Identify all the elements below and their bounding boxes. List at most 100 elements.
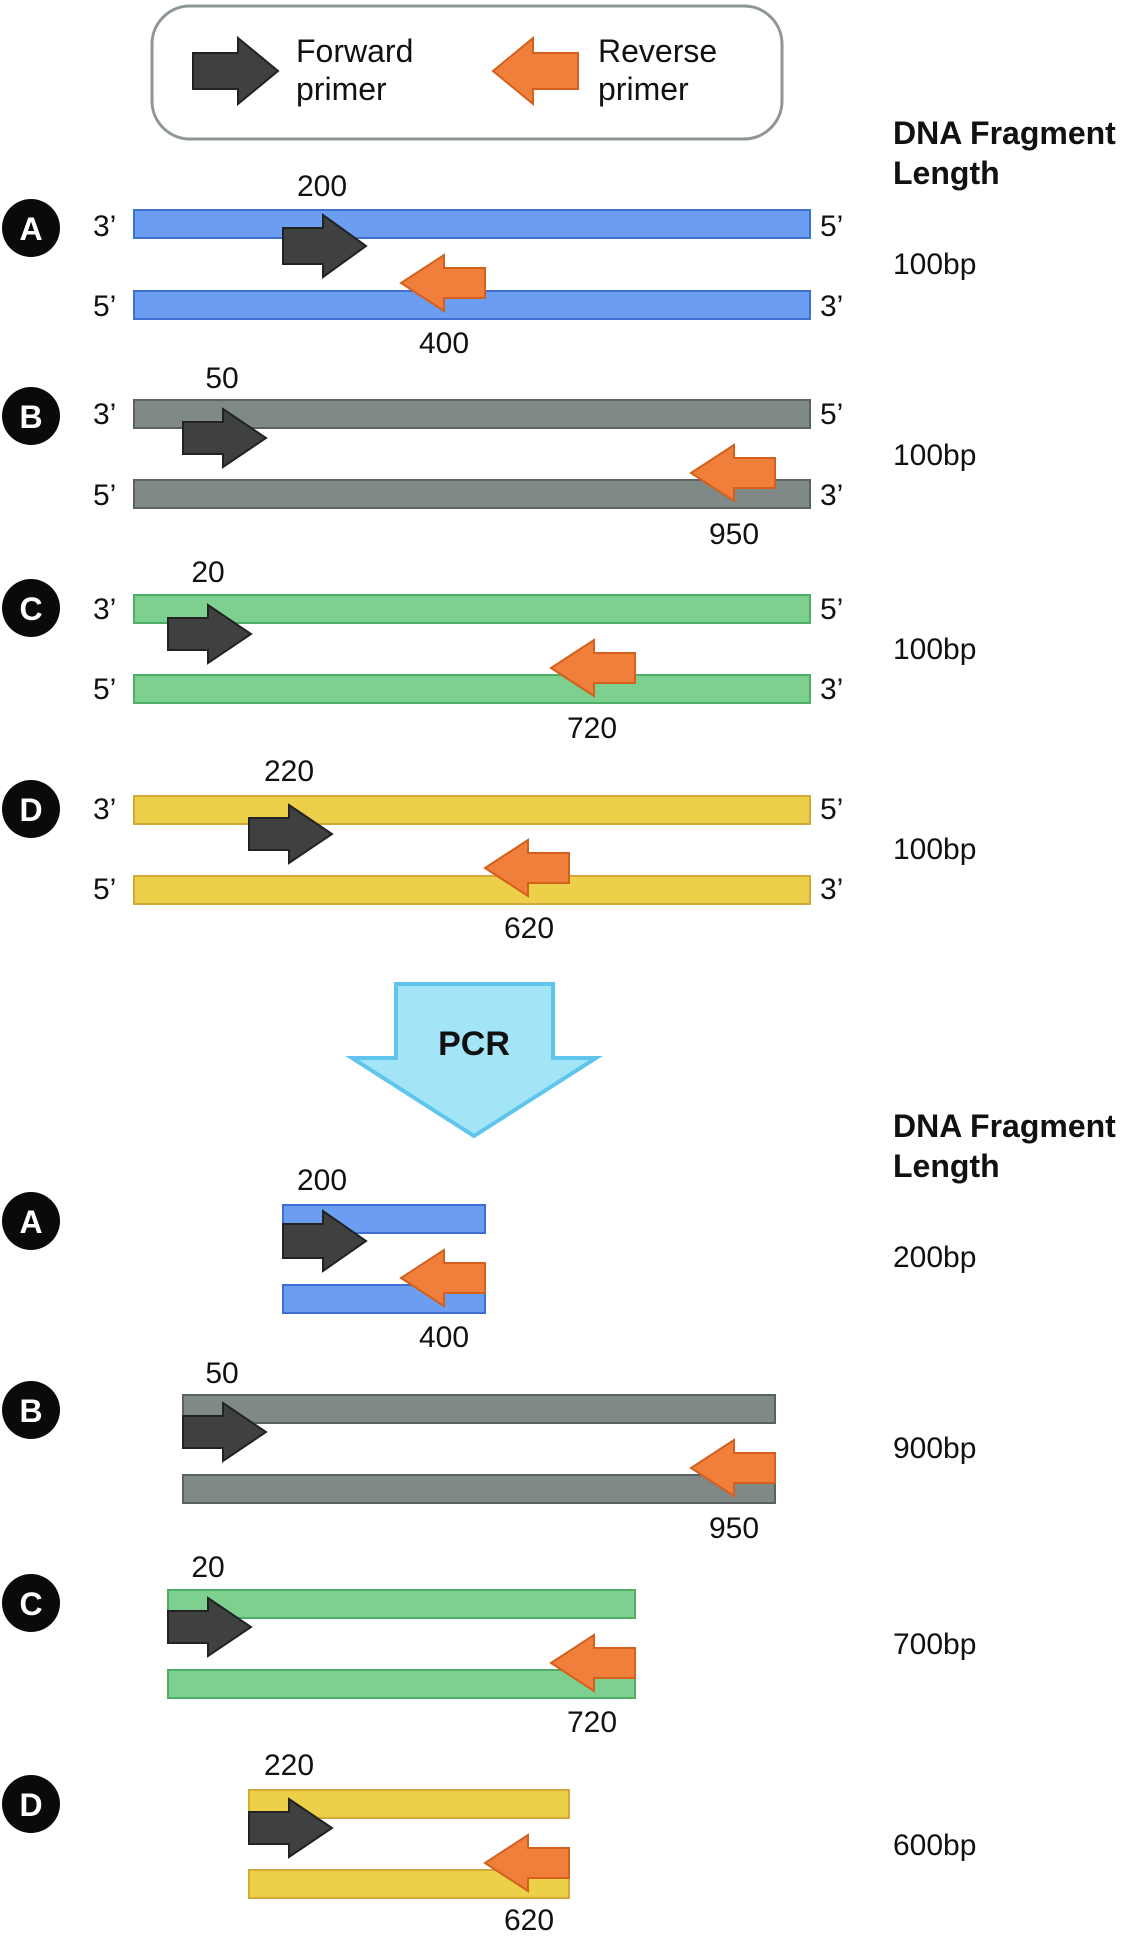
- row-badge: [2, 199, 60, 257]
- forward-primer-arrow-icon: [167, 1596, 253, 1658]
- legend-box: [150, 4, 784, 141]
- after-row-a: A 200 400 200bp: [2, 1164, 976, 1354]
- top-strand: [133, 209, 811, 239]
- fragment-length-label: 700bp: [893, 1628, 976, 1661]
- forward-position-label: 220: [264, 1749, 314, 1782]
- forward-position-label: 200: [297, 170, 347, 203]
- before-row-d: D 3’ 5’ 5’ 3’ 220 620 100bp: [2, 755, 976, 945]
- reverse-primer-arrow-icon: [549, 638, 636, 698]
- reverse-position-label: 620: [504, 1904, 554, 1936]
- forward-position-label: 50: [205, 1357, 238, 1390]
- bottom-strand: [167, 1669, 636, 1699]
- after-row-c: C 20 720 700bp: [2, 1551, 976, 1739]
- legend-reverse-label-line2: primer: [598, 71, 689, 107]
- top-strand: [133, 594, 811, 624]
- row-badge: [2, 1381, 60, 1439]
- row-badge-letter: A: [19, 211, 42, 247]
- top-strand: [133, 795, 811, 825]
- fragment-length-label: 100bp: [893, 248, 976, 281]
- forward-primer-arrow-icon: [282, 213, 368, 279]
- pcr-process-arrow: PCR: [345, 982, 603, 1139]
- reverse-position-label: 620: [504, 912, 554, 945]
- row-badge-letter: A: [19, 1204, 42, 1240]
- strand-end-label: 5’: [820, 210, 843, 243]
- strand-end-label: 3’: [93, 210, 116, 243]
- row-badge: [2, 387, 60, 445]
- reverse-primer-arrow-icon: [491, 35, 579, 107]
- forward-primer-arrow-icon: [248, 1797, 334, 1859]
- forward-primer-arrow-icon: [182, 1401, 268, 1463]
- row-badge: [2, 780, 60, 838]
- reverse-position-label: 400: [419, 327, 469, 360]
- strand-end-label: 3’: [820, 479, 843, 512]
- bottom-strand: [182, 1474, 776, 1504]
- bottom-strand: [133, 674, 811, 704]
- top-strand: [167, 1589, 636, 1619]
- reverse-primer-arrow-icon: [399, 1248, 486, 1308]
- reverse-primer-arrow-icon: [549, 1633, 636, 1693]
- strand-end-label: 3’: [93, 793, 116, 826]
- row-badge: [2, 1574, 60, 1632]
- row-badge: [2, 579, 60, 637]
- pcr-arrow-icon: [345, 982, 603, 1139]
- before-row-a: A 3’ 5’ 5’ 3’ 200 400 100bp: [2, 170, 976, 360]
- row-badge-letter: D: [19, 792, 42, 828]
- row-badge-letter: C: [19, 591, 42, 627]
- reverse-primer-arrow-icon: [689, 443, 776, 503]
- strand-end-label: 5’: [820, 793, 843, 826]
- column-header-top: DNA Fragment Length: [893, 115, 1116, 191]
- legend-forward-label-line2: primer: [296, 71, 387, 107]
- forward-primer-arrow-icon: [167, 603, 253, 665]
- before-row-c: C 3’ 5’ 5’ 3’ 20 720 100bp: [2, 556, 976, 745]
- strand-end-label: 3’: [93, 398, 116, 431]
- forward-position-label: 200: [297, 1164, 347, 1197]
- pcr-label: PCR: [438, 1025, 510, 1063]
- row-badge: [2, 1192, 60, 1250]
- after-row-b: B 50 950 900bp: [2, 1357, 976, 1545]
- row-badge-letter: B: [19, 1393, 42, 1429]
- bottom-strand: [133, 479, 811, 509]
- reverse-primer-arrow-icon: [483, 1833, 570, 1893]
- column-header-line1: DNA Fragment: [893, 115, 1116, 151]
- after-row-d: D 220 620 600bp: [2, 1749, 976, 1936]
- reverse-position-label: 400: [419, 1321, 469, 1354]
- strand-end-label: 5’: [820, 398, 843, 431]
- strand-end-label: 5’: [93, 290, 116, 323]
- strand-end-label: 5’: [93, 479, 116, 512]
- strand-end-label: 5’: [820, 593, 843, 626]
- forward-position-label: 220: [264, 755, 314, 788]
- strand-end-label: 5’: [93, 873, 116, 906]
- fragment-length-label: 100bp: [893, 439, 976, 472]
- fragment-length-label: 600bp: [893, 1829, 976, 1862]
- forward-primer-arrow-icon: [192, 35, 280, 107]
- top-strand: [133, 399, 811, 429]
- strand-end-label: 3’: [93, 593, 116, 626]
- reverse-position-label: 720: [567, 1706, 617, 1739]
- row-badge-letter: D: [19, 1787, 42, 1823]
- top-strand: [182, 1394, 776, 1424]
- reverse-position-label: 950: [709, 1512, 759, 1545]
- reverse-position-label: 720: [567, 712, 617, 745]
- reverse-primer-arrow-icon: [399, 253, 486, 313]
- top-strand: [248, 1789, 570, 1819]
- strand-end-label: 3’: [820, 290, 843, 323]
- forward-primer-arrow-icon: [248, 803, 334, 865]
- reverse-primer-arrow-icon: [483, 838, 570, 898]
- column-header-line1: DNA Fragment: [893, 1108, 1116, 1144]
- forward-position-label: 50: [205, 362, 238, 395]
- forward-primer-arrow-icon: [282, 1209, 368, 1273]
- fragment-length-label: 200bp: [893, 1241, 976, 1274]
- row-badge: [2, 1775, 60, 1833]
- forward-primer-arrow-icon: [182, 407, 268, 469]
- strand-end-label: 3’: [820, 673, 843, 706]
- bottom-strand: [133, 875, 811, 905]
- reverse-position-label: 950: [709, 518, 759, 551]
- forward-position-label: 20: [191, 1551, 224, 1584]
- column-header-line2: Length: [893, 155, 1000, 191]
- column-header-line2: Length: [893, 1148, 1000, 1184]
- legend: Forward primer Reverse primer: [150, 4, 784, 141]
- fragment-length-label: 100bp: [893, 633, 976, 666]
- fragment-length-label: 100bp: [893, 833, 976, 866]
- fragment-length-label: 900bp: [893, 1432, 976, 1465]
